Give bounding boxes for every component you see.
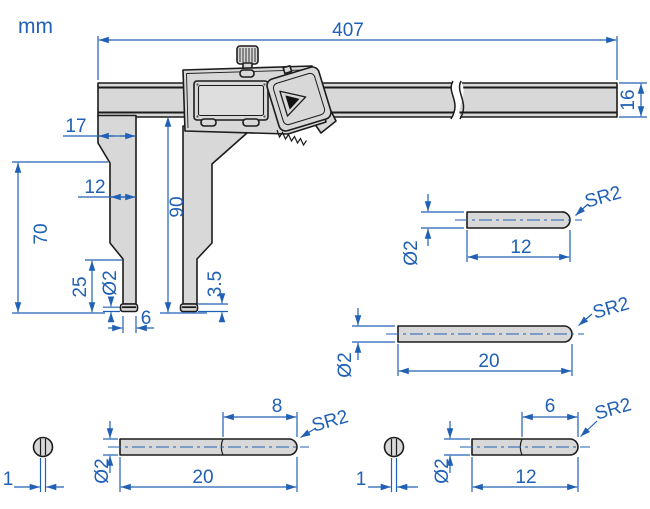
pin20s-radius-label: SR2 [309,406,350,436]
pin20s-step-label: 8 [272,396,283,417]
pin20s-flat-label: 1 [3,469,14,490]
pin12-diameter-label: Ø2 [401,240,422,265]
accessory-pin-20-stepped: 1 Ø2 8 20 SR2 [3,396,351,492]
play-triangle-icon [285,95,300,110]
pin12s-flat-label: 1 [356,469,367,490]
head-button-right [242,118,260,127]
dim-tip-section: 25 [70,259,122,313]
lcd-display [193,80,269,121]
pin20s-length-label: 20 [192,467,213,488]
pin20-length-label: 20 [478,351,499,372]
dim-beam-height: 16 [618,82,647,118]
pin12s-diameter-label: Ø2 [432,458,453,483]
angled-panel [266,64,332,132]
dim-label-90: 90 [167,196,188,217]
fixed-jaw [97,114,137,305]
dim-label-3-5: 3.5 [205,271,226,297]
caliper-drawing: 407 16 17 12 [12,20,647,333]
pin12-length-label: 12 [510,237,531,258]
pin20-diameter-label: Ø2 [335,352,356,377]
head-top-button [239,69,255,78]
dim-label-407: 407 [332,20,364,41]
accessory-pin-20: Ø2 20 SR2 [335,293,632,377]
dim-upper-jaw-width: 17 [63,116,136,140]
dim-label-16: 16 [618,89,639,110]
dim-tip-pin-offset: 3.5 [198,271,228,323]
dim-tip-pin-diameter: Ø2 [100,270,121,323]
dim-jaw-width: 12 [78,177,136,201]
pin12s-end-view [383,436,405,458]
head-button-left [200,118,217,127]
dim-label-12: 12 [84,177,105,198]
accessory-pin-12: Ø2 12 SR2 [401,182,624,265]
pin20-radius-label: SR2 [590,293,631,323]
pin12-radius-label: SR2 [582,182,623,212]
pin12s-length-label: 12 [515,467,536,488]
dim-label-25: 25 [70,276,91,297]
dim-label-tip-dia: Ø2 [100,270,121,295]
dim-jaw-depth: 90 [160,116,207,314]
accessory-pin-12-stepped: 1 Ø2 6 12 SR2 [356,394,634,492]
pin20s-end-view [32,436,54,458]
pin12s-step-label: 6 [545,396,556,417]
dim-label-6: 6 [141,308,152,329]
unit-label: mm [18,15,53,38]
pin12s-radius-label: SR2 [592,394,633,424]
caliper-beam [97,80,618,120]
dim-lower-jaw-depth: 70 [12,161,108,314]
dimensions-caliper: 407 16 17 12 [12,20,647,333]
dim-beam-length: 407 [97,20,618,80]
caliper-head [182,45,337,147]
dim-tip-pin-length: 6 [108,308,154,333]
dim-label-17: 17 [65,116,86,137]
pin20s-diameter-label: Ø2 [92,458,113,483]
thumbwheel [236,45,259,72]
dim-label-70: 70 [31,223,52,244]
thumb-grip-serration [276,129,307,147]
